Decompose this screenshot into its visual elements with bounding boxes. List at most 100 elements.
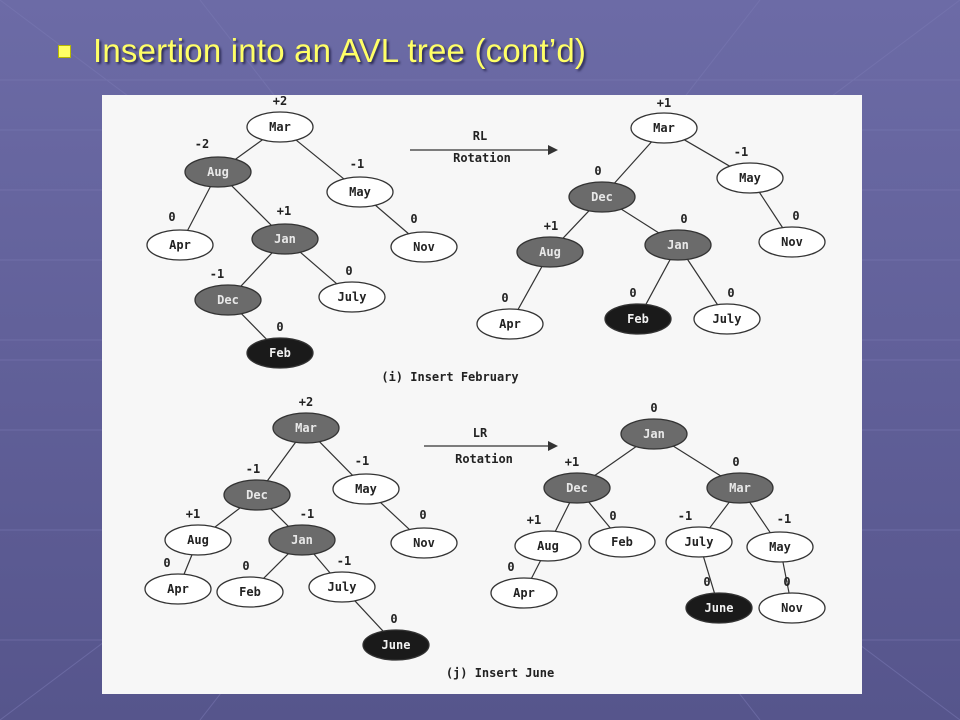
node-ellipse bbox=[184, 156, 252, 188]
tree-node-j2-july: July-1 bbox=[665, 509, 733, 558]
balance-factor-label: +1 bbox=[277, 204, 291, 218]
tree-node-j1-jan: Jan-1 bbox=[268, 507, 336, 556]
node-label: Dec bbox=[591, 190, 613, 204]
node-label: Mar bbox=[295, 421, 317, 435]
node-ellipse bbox=[390, 231, 458, 263]
node-label: Nov bbox=[413, 240, 435, 254]
balance-factor-label: 0 bbox=[650, 401, 657, 415]
balance-factor-label: -1 bbox=[246, 462, 260, 476]
tree-node-i2-feb: Feb 0 bbox=[604, 286, 672, 335]
tree-edge-i2-jan-i2-july bbox=[687, 259, 718, 305]
tree-edge-j1-may-j1-nov bbox=[380, 502, 410, 530]
node-label: Aug bbox=[207, 165, 229, 179]
balance-factor-label: +1 bbox=[527, 513, 541, 527]
node-label: Aug bbox=[187, 533, 209, 547]
tree-edge-j1-aug-j1-apr bbox=[183, 554, 193, 575]
node-ellipse bbox=[588, 526, 656, 558]
balance-factor-label: 0 bbox=[410, 212, 417, 226]
tree-node-i1-july: July 0 bbox=[318, 264, 386, 313]
node-label: May bbox=[739, 171, 761, 185]
rotation-arrow-rl: RL Rotation bbox=[410, 129, 558, 165]
node-ellipse bbox=[706, 472, 774, 504]
node-label: Apr bbox=[167, 582, 189, 596]
balance-factor-label: +2 bbox=[273, 95, 287, 108]
tree-node-j1-dec: Dec-1 bbox=[223, 462, 291, 511]
tree-node-i1-mar: Mar+2 bbox=[246, 95, 314, 143]
tree-node-i2-aug: Aug+1 bbox=[516, 219, 584, 268]
balance-factor-label: 0 bbox=[163, 556, 170, 570]
tree-node-i2-mar: Mar+1 bbox=[630, 96, 698, 144]
balance-factor-label: -1 bbox=[678, 509, 692, 523]
node-ellipse bbox=[246, 337, 314, 369]
node-ellipse bbox=[476, 308, 544, 340]
node-label: Dec bbox=[217, 293, 239, 307]
node-ellipse bbox=[665, 526, 733, 558]
balance-factor-label: 0 bbox=[345, 264, 352, 278]
rotation-arrow-lr: LR Rotation bbox=[424, 426, 558, 466]
tree-edge-i1-jan-i1-dec bbox=[240, 252, 273, 287]
tree-edge-j2-july-j2-june bbox=[702, 556, 716, 594]
tree-edge-j1-dec-j1-aug bbox=[214, 507, 241, 528]
tree-edge-j1-dec-j1-jan bbox=[270, 508, 289, 527]
tree-edge-i2-mar-i2-may bbox=[684, 139, 730, 167]
tree-node-j1-aug: Aug +1 bbox=[164, 507, 232, 556]
tree-node-j2-aug: Aug +1 bbox=[514, 513, 582, 562]
node-ellipse bbox=[758, 592, 826, 624]
balance-factor-label: -1 bbox=[350, 157, 364, 171]
rotation-label-rl: RL bbox=[473, 129, 487, 143]
tree-node-j2-dec: Dec+1 bbox=[543, 455, 611, 504]
node-ellipse bbox=[604, 303, 672, 335]
node-label: Nov bbox=[781, 235, 803, 249]
node-label: July bbox=[338, 290, 367, 304]
tree-edge-j2-mar-j2-may bbox=[749, 501, 771, 534]
tree-node-j1-mar: Mar +2 bbox=[272, 395, 340, 444]
node-ellipse bbox=[246, 111, 314, 143]
node-label: Apr bbox=[169, 238, 191, 252]
tree-node-i1-jan: Jan+1 bbox=[251, 204, 319, 255]
tree-edge-j2-aug-j2-apr bbox=[530, 560, 542, 579]
node-label: Feb bbox=[627, 312, 649, 326]
node-label: Apr bbox=[499, 317, 521, 331]
tree-node-i2-may: May -1 bbox=[716, 145, 784, 194]
node-label: Aug bbox=[539, 245, 561, 259]
node-ellipse bbox=[693, 303, 761, 335]
node-label: Apr bbox=[513, 586, 535, 600]
node-ellipse bbox=[308, 571, 376, 603]
balance-factor-label: 0 bbox=[276, 320, 283, 334]
balance-factor-label: +1 bbox=[186, 507, 200, 521]
tree-node-j2-may: May-1 bbox=[746, 512, 814, 563]
node-label: Aug bbox=[537, 539, 559, 553]
node-ellipse bbox=[490, 577, 558, 609]
balance-factor-label: 0 bbox=[507, 560, 514, 574]
node-ellipse bbox=[362, 629, 430, 661]
tree-edges bbox=[183, 139, 790, 632]
node-ellipse bbox=[164, 524, 232, 556]
node-ellipse bbox=[620, 418, 688, 450]
balance-factor-label: 0 bbox=[703, 575, 710, 589]
balance-factor-label: 0 bbox=[629, 286, 636, 300]
balance-factor-label: -1 bbox=[734, 145, 748, 159]
node-ellipse bbox=[390, 527, 458, 559]
caption-insert-february: (i) Insert February bbox=[381, 370, 518, 384]
node-ellipse bbox=[746, 531, 814, 563]
balance-factor-label: 0 bbox=[680, 212, 687, 226]
tree-edge-i1-mar-i1-aug bbox=[235, 139, 263, 160]
tree-edge-i2-jan-i2-feb bbox=[645, 259, 671, 305]
node-label: July bbox=[713, 312, 742, 326]
tree-edge-j2-dec-j2-feb bbox=[588, 501, 611, 529]
tree-edge-j2-may-j2-nov bbox=[782, 561, 790, 594]
balance-factor-label: -1 bbox=[337, 554, 351, 568]
balance-factor-label: +1 bbox=[657, 96, 671, 110]
balance-factor-label: +2 bbox=[299, 395, 313, 409]
tree-node-i1-aug: Aug-2 bbox=[184, 137, 252, 188]
node-label: Nov bbox=[781, 601, 803, 615]
tree-edge-j1-jan-j1-feb bbox=[263, 553, 289, 579]
